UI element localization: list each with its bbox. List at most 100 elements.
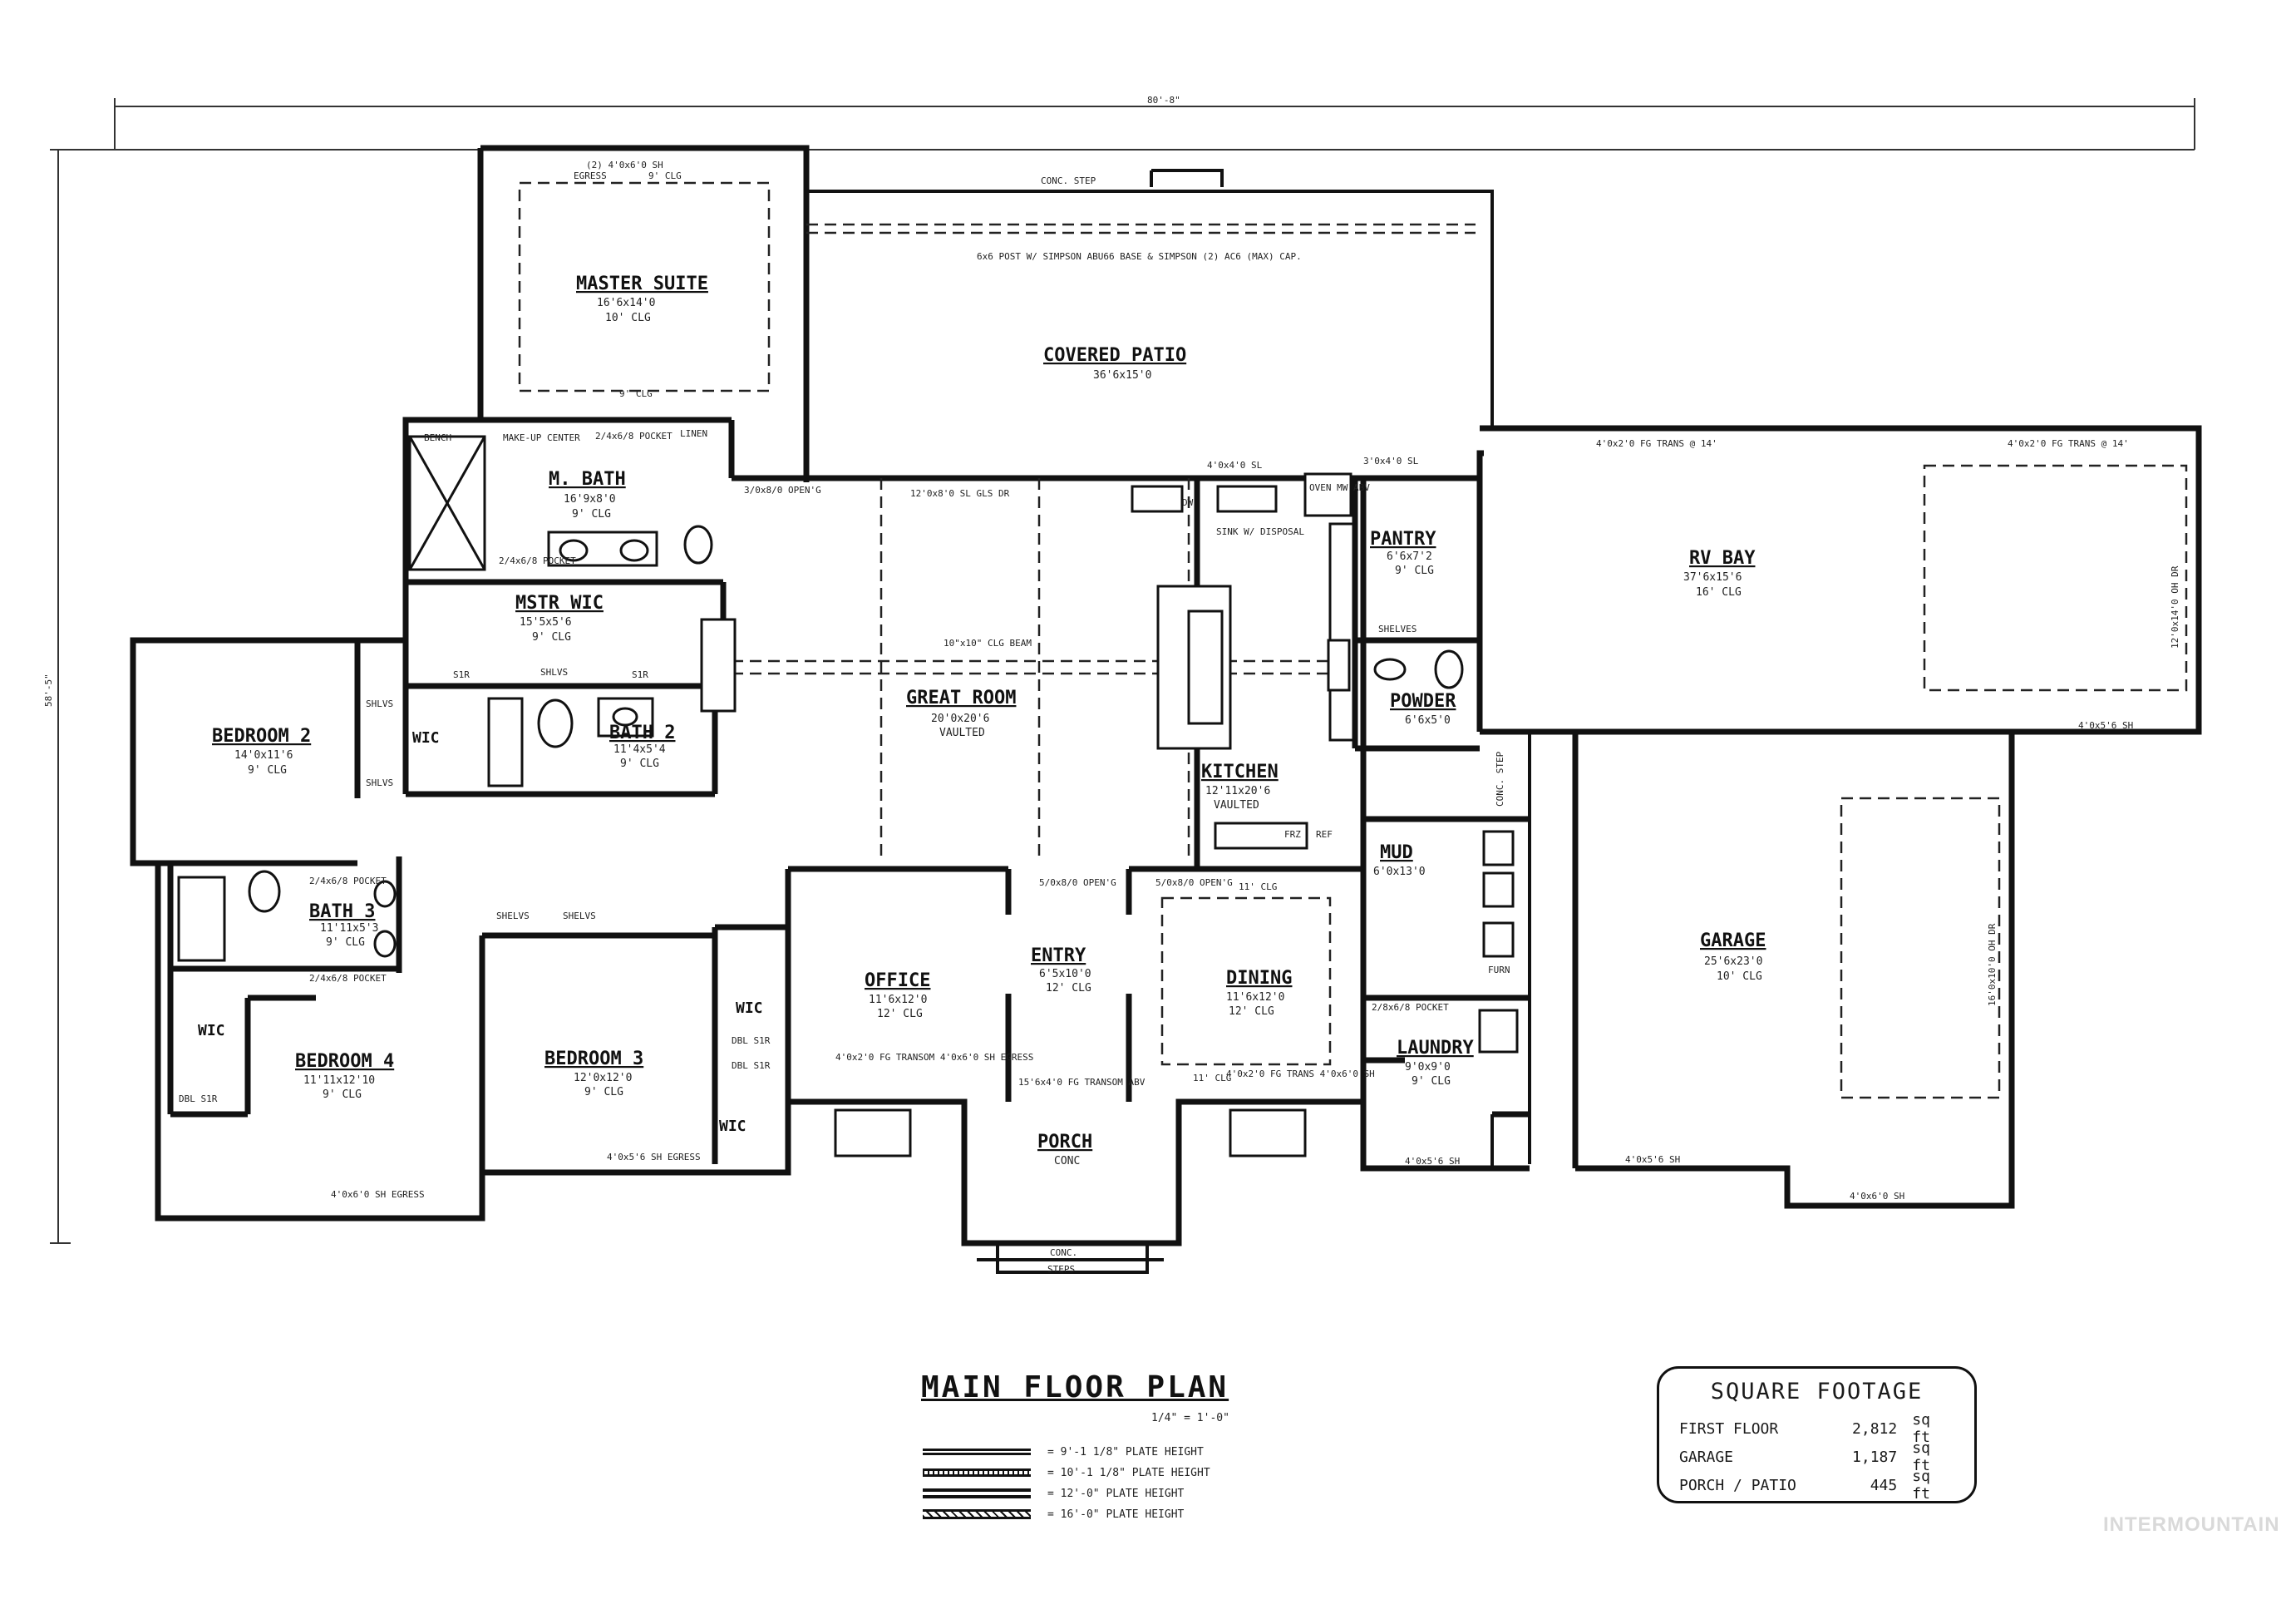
m-bath-clg: 9' CLG xyxy=(572,508,611,521)
pantry-size: 6'6x7'2 xyxy=(1387,550,1432,563)
m-bath-pocket: 2/4x6/8 POCKET xyxy=(595,431,673,442)
great-room-label: GREAT ROOM xyxy=(906,688,1016,708)
legend-line-swatch xyxy=(923,1449,1031,1455)
overall-width-dim: 80'-8" xyxy=(1147,95,1180,106)
rv-bay-window: 4'0x2'0 FG TRANS @ 14' xyxy=(1596,438,1717,449)
m-bath-size: 16'9x8'0 xyxy=(564,493,616,506)
sqft-label: PORCH / PATIO xyxy=(1679,1476,1796,1494)
square-footage-box: SQUARE FOOTAGE FIRST FLOOR 2,812 sq ft G… xyxy=(1657,1366,1977,1503)
garage-oh-door: 16'0x10'0 OH DR xyxy=(1987,923,1998,1006)
dining-window: 4'0x2'0 FG TRANS 4'0x6'0 SH xyxy=(1226,1069,1375,1079)
bedroom2-wic: WIC xyxy=(412,729,440,747)
pantry-clg: 9' CLG xyxy=(1395,565,1434,577)
sqft-value: 1,187 xyxy=(1852,1448,1898,1466)
bath3-clg: 9' CLG xyxy=(326,936,365,949)
master-suite-window: (2) 4'0x6'0 SH xyxy=(586,160,663,170)
sqft-unit: sq ft xyxy=(1912,1411,1930,1446)
entry-size: 6'5x10'0 xyxy=(1039,968,1091,980)
kitchen-ref: REF xyxy=(1316,829,1333,840)
laundry-clg: 9' CLG xyxy=(1412,1075,1451,1088)
covered-patio-step: CONC. STEP xyxy=(1041,175,1096,186)
overall-dimensions: 80'-8" 58'-5" xyxy=(43,95,2195,1244)
dining-clg-bottom: 11' CLG xyxy=(1193,1073,1231,1083)
office-clg: 12' CLG xyxy=(877,1008,923,1020)
square-footage-title: SQUARE FOOTAGE xyxy=(1710,1379,1924,1404)
mstr-wic-clg: 9' CLG xyxy=(532,631,571,644)
master-suite-label: MASTER SUITE xyxy=(576,274,708,294)
garage-window-2: 4'0x6'0 SH xyxy=(1850,1191,1904,1202)
rv-bay-size: 37'6x15'6 xyxy=(1683,571,1742,584)
entry-label: ENTRY xyxy=(1031,945,1086,966)
bedroom4-size: 11'11x12'10 xyxy=(303,1074,375,1087)
bedroom3-clg: 9' CLG xyxy=(584,1086,623,1098)
rv-bay-window-3: 4'0x5'6 SH xyxy=(2078,720,2133,731)
plan-scale: 1/4" = 1'-0" xyxy=(1151,1412,1229,1424)
mud-label: MUD xyxy=(1380,842,1413,863)
sqft-row: GARAGE 1,187 sq ft xyxy=(1679,1439,1954,1474)
room-labels: MASTER SUITE 16'6x14'0 10' CLG (2) 4'0x6… xyxy=(179,160,2180,1275)
kitchen-label: KITCHEN xyxy=(1201,762,1279,782)
sqft-value: 2,812 xyxy=(1852,1419,1898,1438)
mstr-wic-sr1: S1R xyxy=(453,669,470,680)
kitchen-window: 4'0x4'0 SL xyxy=(1207,460,1263,471)
garage-label: GARAGE xyxy=(1700,930,1766,951)
pantry-window: 3'0x4'0 SL xyxy=(1363,456,1419,466)
wic-center-dbl: DBL S1R xyxy=(732,1035,771,1046)
kitchen-dw: DW xyxy=(1182,497,1194,508)
walls xyxy=(130,145,2202,1274)
legend-line-swatch xyxy=(923,1468,1031,1477)
kitchen-size: 12'11x20'6 xyxy=(1205,785,1270,797)
legend-line-swatch xyxy=(923,1488,1031,1498)
master-suite-egress: EGRESS xyxy=(574,170,607,181)
m-bath-linen: LINEN xyxy=(680,428,707,439)
m-bath-pocket-2: 2/4x6/8 POCKET xyxy=(499,555,576,566)
watermark: INTERMOUNTAIN xyxy=(2103,1513,2280,1536)
rv-bay-label: RV BAY xyxy=(1689,548,1756,569)
m-bath-bench: BENCH xyxy=(424,432,451,443)
powder-size: 6'6x5'0 xyxy=(1405,714,1451,727)
bedroom4-clg: 9' CLG xyxy=(323,1088,362,1101)
bedroom4-dbl: DBL S1R xyxy=(179,1093,218,1104)
office-window: 4'0x2'0 FG TRANSOM 4'0x6'0 SH EGRESS xyxy=(835,1052,1033,1063)
porch-sub: CONC xyxy=(1054,1155,1080,1167)
entry-clg: 12' CLG xyxy=(1046,982,1091,995)
office-size: 11'6x12'0 xyxy=(869,994,927,1006)
laundry-size: 9'0x9'0 xyxy=(1405,1061,1451,1074)
garage-size: 25'6x23'0 xyxy=(1704,955,1762,968)
porch-steps: STEPS xyxy=(1047,1264,1075,1275)
bedroom3-shelves-2: SHELVS xyxy=(563,911,596,921)
legend-label: = 16'-0" PLATE HEIGHT xyxy=(1047,1508,1185,1521)
bedroom3-window: 4'0x5'6 SH EGRESS xyxy=(607,1152,701,1162)
overall-depth-dim: 58'-5" xyxy=(43,674,54,707)
mud-furn: FURN xyxy=(1488,965,1510,975)
pantry-label: PANTRY xyxy=(1370,529,1436,550)
bedroom4-window: 4'0x6'0 SH EGRESS xyxy=(331,1189,425,1200)
m-bath-makeup: MAKE-UP CENTER xyxy=(503,432,580,443)
great-room-clg: VAULTED xyxy=(939,727,985,739)
garage-window: 4'0x5'6 SH xyxy=(1625,1154,1680,1165)
bath2-size: 11'4x5'4 xyxy=(613,743,666,756)
wic-center-label: WIC xyxy=(736,999,763,1017)
covered-patio-label: COVERED PATIO xyxy=(1043,345,1186,366)
kitchen-clg: VAULTED xyxy=(1214,799,1259,812)
bedroom4-label: BEDROOM 4 xyxy=(295,1051,394,1072)
great-room-slider: 12'0x8'0 SL GLS DR xyxy=(910,488,1010,499)
entry-transom: 15'6x4'0 FG TRANSOM ABV xyxy=(1018,1077,1146,1088)
legend-row: = 16'-0" PLATE HEIGHT xyxy=(923,1504,1210,1524)
office-label: OFFICE xyxy=(865,970,930,991)
pantry-shelves: SHELVES xyxy=(1378,624,1417,634)
sqft-value: 445 xyxy=(1870,1476,1898,1494)
laundry-label: LAUNDRY xyxy=(1397,1038,1474,1059)
great-room-beam: 10"x10" CLG BEAM xyxy=(944,638,1032,649)
garage-clg: 10' CLG xyxy=(1717,970,1762,983)
bath2-label: BATH 2 xyxy=(609,723,675,743)
master-suite-clg-bottom: 9' CLG xyxy=(619,388,653,399)
sqft-unit: sq ft xyxy=(1912,1439,1930,1474)
mstr-wic-label: MSTR WIC xyxy=(515,593,604,614)
bedroom2-label: BEDROOM 2 xyxy=(212,726,311,747)
rv-bay-window-2: 4'0x2'0 FG TRANS @ 14' xyxy=(2008,438,2129,449)
legend-row: = 10'-1 1/8" PLATE HEIGHT xyxy=(923,1463,1210,1483)
great-room-opening: 3/0x8/0 OPEN'G xyxy=(744,485,821,496)
powder-label: POWDER xyxy=(1390,691,1456,712)
